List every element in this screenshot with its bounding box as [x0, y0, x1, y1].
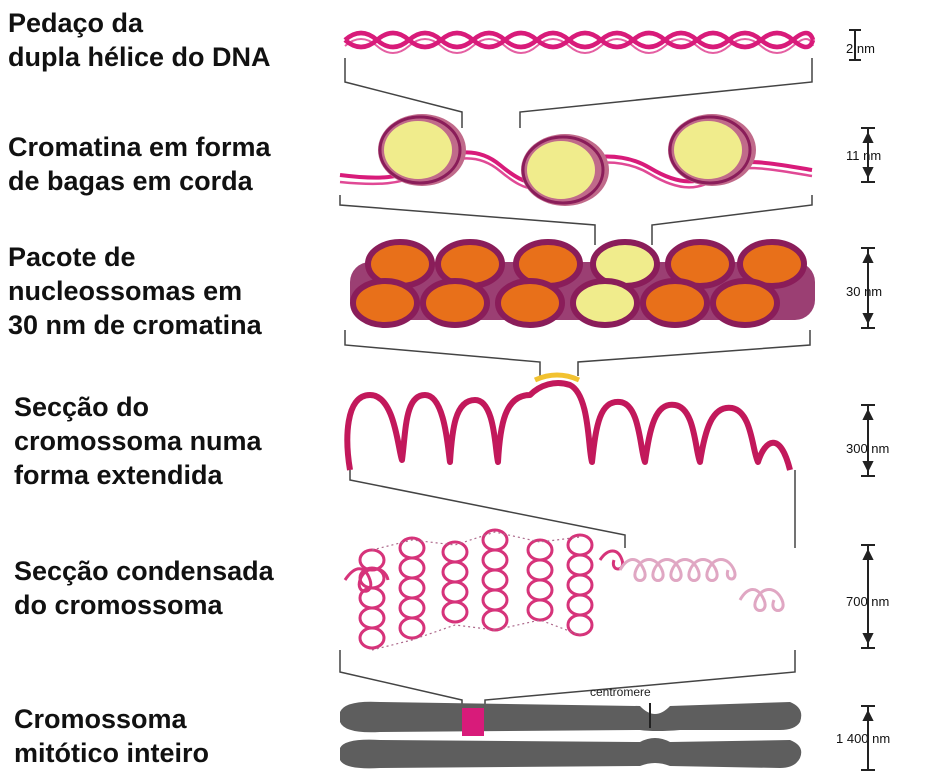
- solenoid-fiber: [350, 242, 815, 325]
- scale-bars: [849, 30, 875, 770]
- nucleosome-bead: [521, 134, 609, 206]
- scale-bar-2nm: [849, 30, 861, 60]
- centromere-label: centromere: [590, 685, 651, 699]
- chromosome-highlight-section: [462, 708, 484, 736]
- scale-bar-11nm: [861, 128, 875, 182]
- scale-bar-300nm: [861, 405, 875, 476]
- extended-chromatin-loops: [347, 375, 790, 470]
- scale-bar-1400nm: [861, 706, 875, 770]
- dna-double-helix: [345, 33, 813, 53]
- condensed-chromatin-coils: [345, 530, 783, 650]
- scale-bar-700nm: [861, 545, 875, 648]
- nucleosome-bead: [378, 114, 466, 186]
- scale-bar-30nm: [861, 248, 875, 328]
- nucleosome-bead: [668, 114, 756, 186]
- mitotic-chromosome: [340, 702, 801, 769]
- highlighted-fiber-segment: [535, 375, 579, 380]
- beads-on-string: [340, 114, 812, 206]
